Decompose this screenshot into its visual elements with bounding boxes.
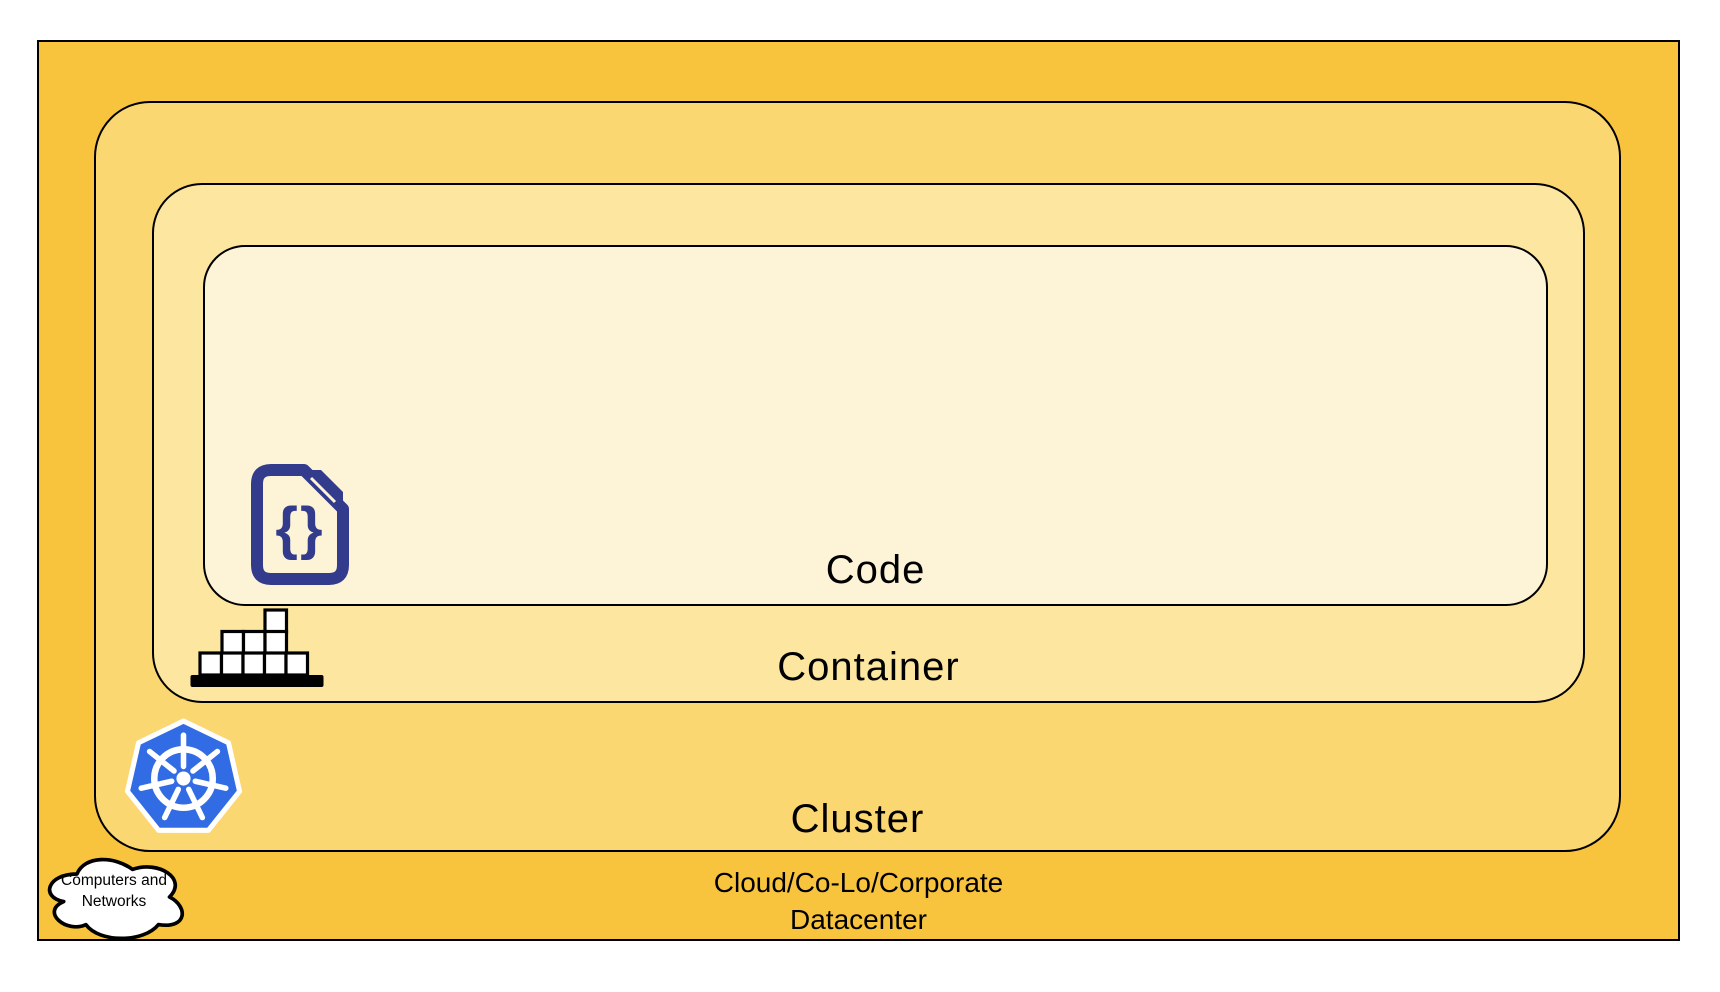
- code-label: Code: [825, 548, 926, 592]
- container-block: [263, 608, 289, 634]
- container-blocks-icon: [190, 608, 324, 687]
- code-file-outline: [251, 464, 349, 585]
- kubernetes-icon: [124, 718, 243, 833]
- cloud-callout-line2: Networks: [81, 893, 147, 910]
- datacenter-label: Cloud/Co-Lo/Corporate Datacenter: [39, 864, 1678, 938]
- container-blocks: [198, 608, 310, 677]
- cloud-shape: [47, 857, 185, 941]
- cluster-label: Cluster: [790, 797, 925, 841]
- cloud-icon: [47, 857, 185, 941]
- container-label: Container: [777, 645, 960, 689]
- datacenter-label-line2: Datacenter: [790, 904, 927, 935]
- container-base-bar: [190, 675, 324, 687]
- code-file-icon: {}: [251, 464, 349, 585]
- helm-spokes: [138, 732, 229, 821]
- helm-hub: [176, 771, 191, 786]
- layer-container: {} Code: [152, 183, 1585, 703]
- kubernetes-helm-wheel: [138, 732, 229, 821]
- code-file-fold-crease: [309, 476, 337, 504]
- code-braces-glyph: {}: [275, 496, 324, 561]
- layer-code: {} Code: [203, 245, 1548, 606]
- layer-cluster: {} Code: [94, 101, 1621, 852]
- layer-datacenter: {} Code: [37, 40, 1680, 941]
- cloud-callout-text: Computers and Networks: [40, 870, 188, 912]
- cloud-callout: Computers and Networks: [40, 851, 188, 943]
- cloud-callout-line1: Computers and: [61, 872, 167, 889]
- datacenter-label-line1: Cloud/Co-Lo/Corporate: [713, 867, 1004, 898]
